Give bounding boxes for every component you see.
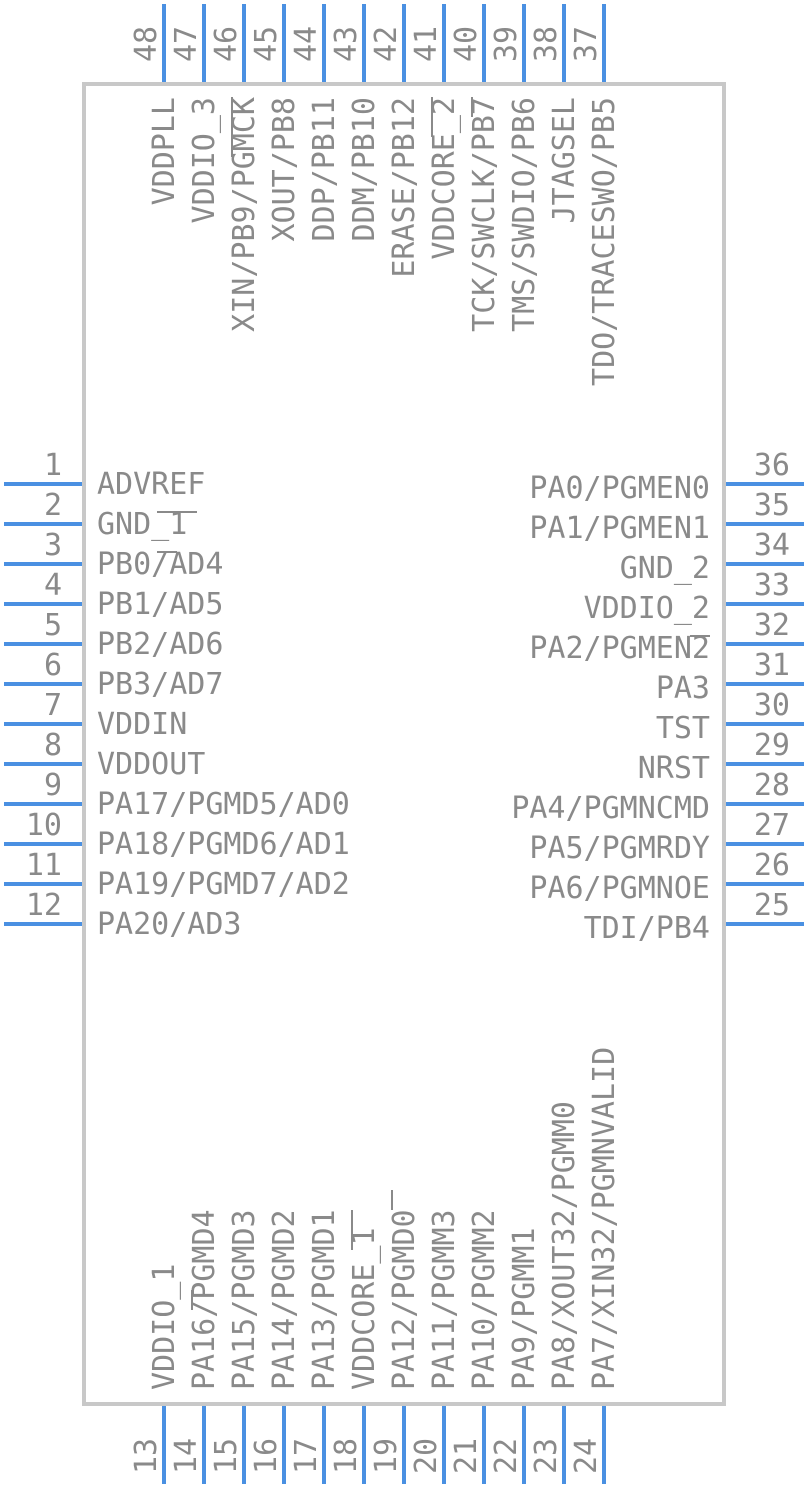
pin-name-left-0-advref: ADVREF — [97, 467, 205, 502]
pin-name-left-7-vddout: VDDOUT — [97, 747, 205, 782]
pin-lines — [4, 4, 804, 1484]
pin-name-right-4-pa2-pgmen2: PA2/PGMEN2 — [529, 631, 710, 666]
pin-name-top-10-jtagsel: JTAGSEL — [547, 97, 582, 223]
pin-num-top-7-41: 41 — [409, 26, 444, 62]
pin-name-top-0-vddpll: VDDPLL — [147, 97, 182, 205]
pin-num-left-11-12: 12 — [26, 888, 62, 923]
pin-num-left-4-5: 5 — [44, 608, 62, 643]
pin-num-top-4-44: 44 — [289, 26, 324, 62]
pin-num-left-8-9: 9 — [44, 768, 62, 803]
pin-name-right-3-vddio-2: VDDIO_2 — [584, 591, 710, 626]
pin-name-top-9-tms-swdio-pb6: TMS/SWDIO/PB6 — [507, 97, 542, 332]
pin-name-right-2-gnd-2: GND_2 — [620, 551, 710, 586]
pin-num-bottom-0-13: 13 — [129, 1438, 164, 1474]
pin-name-left-3-pb1-ad5: PB1/AD5 — [97, 587, 223, 622]
pin-name-bottom-0-vddio-1: VDDIO_1 — [147, 1264, 182, 1390]
pin-name-top-1-vddio-3: VDDIO_3 — [187, 97, 222, 223]
ic-body — [82, 82, 726, 1406]
pin-num-top-8-40: 40 — [449, 26, 484, 62]
pin-name-right-1-pa1-pgmen1: PA1/PGMEN1 — [529, 511, 710, 546]
pin-name-right-8-pa4-pgmncmd: PA4/PGMNCMD — [511, 791, 710, 826]
pin-name-top-6-erase-pb12: ERASE/PB12 — [387, 97, 422, 278]
pin-num-left-0-1: 1 — [44, 448, 62, 483]
pin-name-top-4-ddp-pb11: DDP/PB11 — [307, 97, 342, 242]
pin-num-right-11-25: 25 — [754, 888, 790, 923]
pin-num-right-0-36: 36 — [754, 448, 790, 483]
pin-num-bottom-2-15: 15 — [209, 1438, 244, 1474]
pin-name-bottom-2-pa15-pgmd3: PA15/PGMD3 — [227, 1209, 262, 1390]
pin-num-right-2-34: 34 — [754, 528, 790, 563]
pin-num-bottom-7-20: 20 — [409, 1438, 444, 1474]
pin-name-top-3-xout-pb8: XOUT/PB8 — [267, 97, 302, 242]
pin-num-right-1-35: 35 — [754, 488, 790, 523]
pin-num-left-10-11: 11 — [26, 848, 62, 883]
pin-name-right-5-pa3: PA3 — [656, 671, 710, 706]
pin-name-bottom-4-pa13-pgmd1: PA13/PGMD1 — [307, 1209, 342, 1390]
pin-name-left-8-pa17-pgmd5-ad0: PA17/PGMD5/AD0 — [97, 787, 350, 822]
pin-num-bottom-4-17: 17 — [289, 1438, 324, 1474]
pin-num-bottom-6-19: 19 — [369, 1438, 404, 1474]
pin-num-bottom-11-24: 24 — [569, 1438, 604, 1474]
pin-name-left-10-pa19-pgmd7-ad2: PA19/PGMD7/AD2 — [97, 867, 350, 902]
pin-num-left-9-10: 10 — [26, 808, 62, 843]
pin-name-left-11-pa20-ad3: PA20/AD3 — [97, 907, 242, 942]
pin-name-top-5-ddm-pb10: DDM/PB10 — [347, 97, 382, 242]
pin-num-left-7-8: 8 — [44, 728, 62, 763]
overlines — [157, 97, 710, 1310]
pin-num-right-4-32: 32 — [754, 608, 790, 643]
pin-num-top-5-43: 43 — [329, 26, 364, 62]
pin-name-right-9-pa5-pgmrdy: PA5/PGMRDY — [529, 831, 710, 866]
pin-num-left-2-3: 3 — [44, 528, 62, 563]
pin-num-top-1-47: 47 — [169, 26, 204, 62]
pin-name-right-0-pa0-pgmen0: PA0/PGMEN0 — [529, 471, 710, 506]
pin-num-top-3-45: 45 — [249, 26, 284, 62]
pin-name-bottom-7-pa11-pgmm3: PA11/PGMM3 — [427, 1209, 462, 1390]
pin-num-top-10-38: 38 — [529, 26, 564, 62]
pin-name-right-11-tdi-pb4: TDI/PB4 — [584, 911, 710, 946]
pin-num-bottom-3-16: 16 — [249, 1438, 284, 1474]
pin-num-right-7-29: 29 — [754, 728, 790, 763]
pin-num-bottom-9-22: 22 — [489, 1438, 524, 1474]
pin-name-right-10-pa6-pgmnoe: PA6/PGMNOE — [529, 871, 710, 906]
pin-labels: 1ADVREF2GND_13PB0/AD44PB1/AD55PB2/AD66PB… — [26, 26, 790, 1474]
pin-num-right-10-26: 26 — [754, 848, 790, 883]
pin-num-left-6-7: 7 — [44, 688, 62, 723]
pin-name-top-11-tdo-traceswo-pb5: TDO/TRACESWO/PB5 — [587, 97, 622, 386]
pin-name-top-8-tck-swclk-pb7: TCK/SWCLK/PB7 — [467, 97, 502, 332]
pin-name-left-9-pa18-pgmd6-ad1: PA18/PGMD6/AD1 — [97, 827, 350, 862]
pin-num-right-6-30: 30 — [754, 688, 790, 723]
pin-num-top-9-39: 39 — [489, 26, 524, 62]
pin-name-left-5-pb3-ad7: PB3/AD7 — [97, 667, 223, 702]
pin-num-right-8-28: 28 — [754, 768, 790, 803]
pin-num-left-3-4: 4 — [44, 568, 62, 603]
pin-name-left-4-pb2-ad6: PB2/AD6 — [97, 627, 223, 662]
pin-num-bottom-10-23: 23 — [529, 1438, 564, 1474]
pin-name-bottom-9-pa9-pgmm1: PA9/PGMM1 — [507, 1227, 542, 1390]
pin-num-bottom-5-18: 18 — [329, 1438, 364, 1474]
pin-name-right-7-nrst: NRST — [638, 751, 710, 786]
pin-name-bottom-10-pa8-xout32-pgmm0: PA8/XOUT32/PGMM0 — [547, 1101, 582, 1390]
pin-name-bottom-6-pa12-pgmd0: PA12/PGMD0 — [387, 1209, 422, 1390]
pin-num-right-9-27: 27 — [754, 808, 790, 843]
pin-num-top-11-37: 37 — [569, 26, 604, 62]
pin-num-bottom-8-21: 21 — [449, 1438, 484, 1474]
pin-num-top-0-48: 48 — [129, 26, 164, 62]
pin-num-right-3-33: 33 — [754, 568, 790, 603]
pin-name-right-6-tst: TST — [656, 711, 710, 746]
pin-name-bottom-3-pa14-pgmd2: PA14/PGMD2 — [267, 1209, 302, 1390]
pin-num-left-1-2: 2 — [44, 488, 62, 523]
pin-num-bottom-1-14: 14 — [169, 1438, 204, 1474]
pin-num-top-6-42: 42 — [369, 26, 404, 62]
pin-name-bottom-8-pa10-pgmm2: PA10/PGMM2 — [467, 1209, 502, 1390]
pin-num-right-5-31: 31 — [754, 648, 790, 683]
pin-name-left-6-vddin: VDDIN — [97, 707, 187, 742]
pin-num-top-2-46: 46 — [209, 26, 244, 62]
pin-name-bottom-11-pa7-xin32-pgmnvalid: PA7/XIN32/PGMNVALID — [587, 1047, 622, 1390]
pin-num-left-5-6: 6 — [44, 648, 62, 683]
pin-name-bottom-5-vddcore-1: VDDCORE_1 — [347, 1227, 382, 1390]
